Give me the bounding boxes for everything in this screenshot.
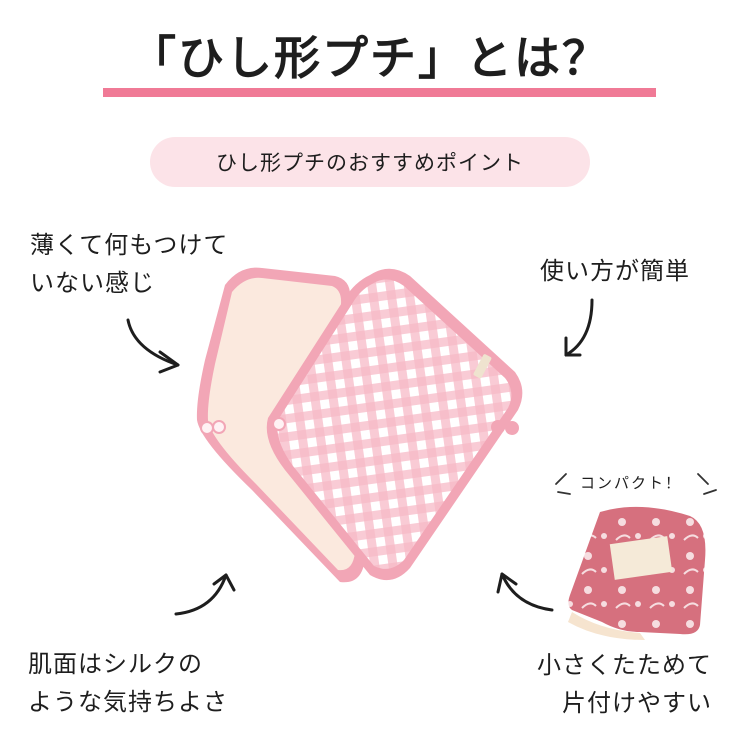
page-title: 「ひし形プチ」とは？ xyxy=(130,31,610,85)
point-compact: 小さくたためて 片付けやすい xyxy=(480,646,712,722)
point-silk-line-1: 肌面はシルクの xyxy=(28,650,203,678)
arrow-top-left xyxy=(126,318,180,374)
title-underline xyxy=(103,88,656,97)
subtitle-pill: ひし形プチのおすすめポイント xyxy=(150,137,590,187)
arrow-bottom-left xyxy=(174,573,236,616)
point-easy: 使い方が簡単 xyxy=(540,252,690,290)
point-thin-line-1: 薄くて何もつけて xyxy=(30,231,229,259)
point-compact-line-1: 小さくたためて xyxy=(537,651,712,679)
compact-tag: コンパクト！ xyxy=(580,474,683,492)
point-thin-line-2: いない感じ xyxy=(30,269,155,297)
folded-pad xyxy=(568,506,706,640)
arrow-top-right xyxy=(564,298,594,357)
point-silk-line-2: ような気持ちよさ xyxy=(28,688,228,716)
pad-front-gingham xyxy=(266,268,523,581)
point-silk: 肌面はシルクの ような気持ちよさ xyxy=(28,645,228,721)
point-thin: 薄くて何もつけて いない感じ xyxy=(30,226,228,302)
point-compact-line-2: 片付けやすい xyxy=(562,689,712,717)
subtitle-text: ひし形プチのおすすめポイント xyxy=(216,151,524,175)
sparkle-lines xyxy=(555,473,717,495)
point-easy-line-1: 使い方が簡単 xyxy=(540,257,690,285)
arrow-bottom-right xyxy=(496,572,554,612)
